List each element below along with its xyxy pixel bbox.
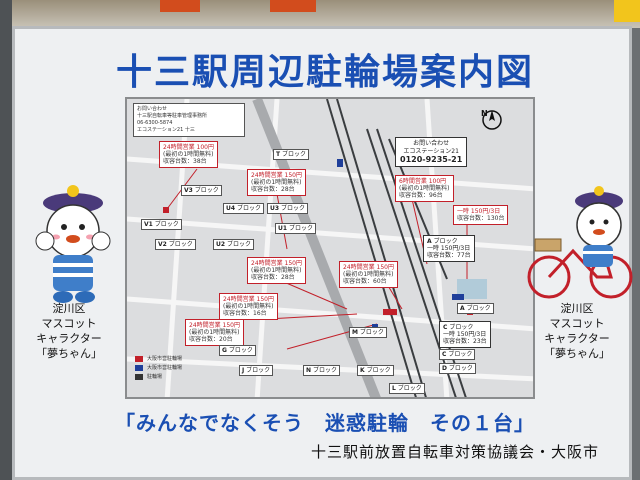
block-label-l: L ブロック: [389, 383, 425, 394]
mascot-yume-chan-bicycle-right: [527, 186, 633, 299]
office-notice: お問い合わせ 十三駅自転車等駐車管理事務所 06-6300-5874 エコステー…: [133, 103, 245, 137]
parking-info-box: 24時間営業 150円 (最初の1時間無料) 収容台数：28台: [247, 169, 306, 196]
c-block-info: C ブロック 一時 150円/3日 収容台数：23台: [439, 321, 491, 348]
block-label-u4: U4 ブロック: [223, 203, 264, 214]
parking-info-box: 24時間営業 150円 (最初の1時間無料) 収容台数：28台: [247, 257, 306, 284]
mascot-label-right: 淀川区 マスコット キャラクター 「夢ちゃん」: [544, 302, 610, 360]
area-map: お問い合わせ 十三駅自転車等駐車管理事務所 06-6300-5874 エコステー…: [125, 97, 535, 399]
mascot-yume-chan-left: [35, 185, 111, 303]
block-label-u3: U3 ブロック: [267, 203, 308, 214]
signpost: [0, 0, 12, 480]
background-stripe: [270, 0, 316, 12]
parking-info-box: 24時間営業 150円 (最初の1時間無料) 収容台数：60台: [339, 261, 398, 288]
block-label-k: K ブロック: [357, 365, 394, 376]
slogan: 「みんなでなくそう 迷惑駐輪 その１台」: [115, 411, 535, 435]
legend-swatch-black: [135, 373, 143, 380]
block-label-d: D ブロック: [439, 363, 476, 374]
background-stripe: [160, 0, 200, 12]
board-title: 十三駅周辺駐輪場案内図: [115, 52, 534, 93]
sign-board: 十三駅周辺駐輪場案内図: [12, 26, 633, 480]
block-label-u1: U1 ブロック: [275, 223, 316, 234]
block-label-j: J ブロック: [239, 365, 274, 376]
sponsor-line: 十三駅前放置自転車対策協議会・大阪市: [310, 443, 599, 461]
legend-swatch-red: [135, 355, 143, 362]
compass-icon: [482, 110, 502, 130]
block-label-g: G ブロック: [219, 345, 256, 356]
a-block-info: A ブロック 一時 150円/3日 収容台数：77台: [423, 235, 475, 262]
block-label-a: A ブロック: [457, 303, 494, 314]
block-label-c: C ブロック: [439, 349, 476, 360]
contact-box: お問い合わせ エコステーション21 0120-9235-21: [395, 137, 468, 167]
parking-info-box: 24時間営業 100円 (最初の1時間無料) 収容台数：38台: [159, 141, 218, 168]
legend-swatch-blue: [135, 364, 143, 371]
block-label-n: N ブロック: [303, 365, 340, 376]
parking-info-box: 24時間営業 150円 (最初の1時間無料) 収容台数：16台: [219, 293, 278, 320]
block-label-m: M ブロック: [349, 327, 387, 338]
parking-info-box: 一時 150円/3日 収容台数：130台: [453, 205, 509, 225]
parking-info-box: 6時間営業 100円 (最初の1時間無料) 収容台数：96台: [395, 175, 454, 202]
block-label-u2: U2 ブロック: [213, 239, 254, 250]
mascot-label-left: 淀川区 マスコット キャラクター 「夢ちゃん」: [36, 302, 102, 360]
map-legend: 大阪市営駐輪場 大阪市営駐輪場 駐輪場: [135, 355, 229, 382]
north-compass: N: [481, 109, 502, 130]
background-sign: [614, 0, 640, 22]
parking-info-box: 24時間営業 150円 (最初の1時間無料) 収容台数：20台: [185, 319, 244, 346]
block-label-v3: V3 ブロック: [181, 185, 222, 196]
block-label-v2: V2 ブロック: [155, 239, 196, 250]
block-label-v1: V1 ブロック: [141, 219, 182, 230]
block-label-t: T ブロック: [273, 149, 310, 160]
background-frame: [0, 0, 640, 28]
